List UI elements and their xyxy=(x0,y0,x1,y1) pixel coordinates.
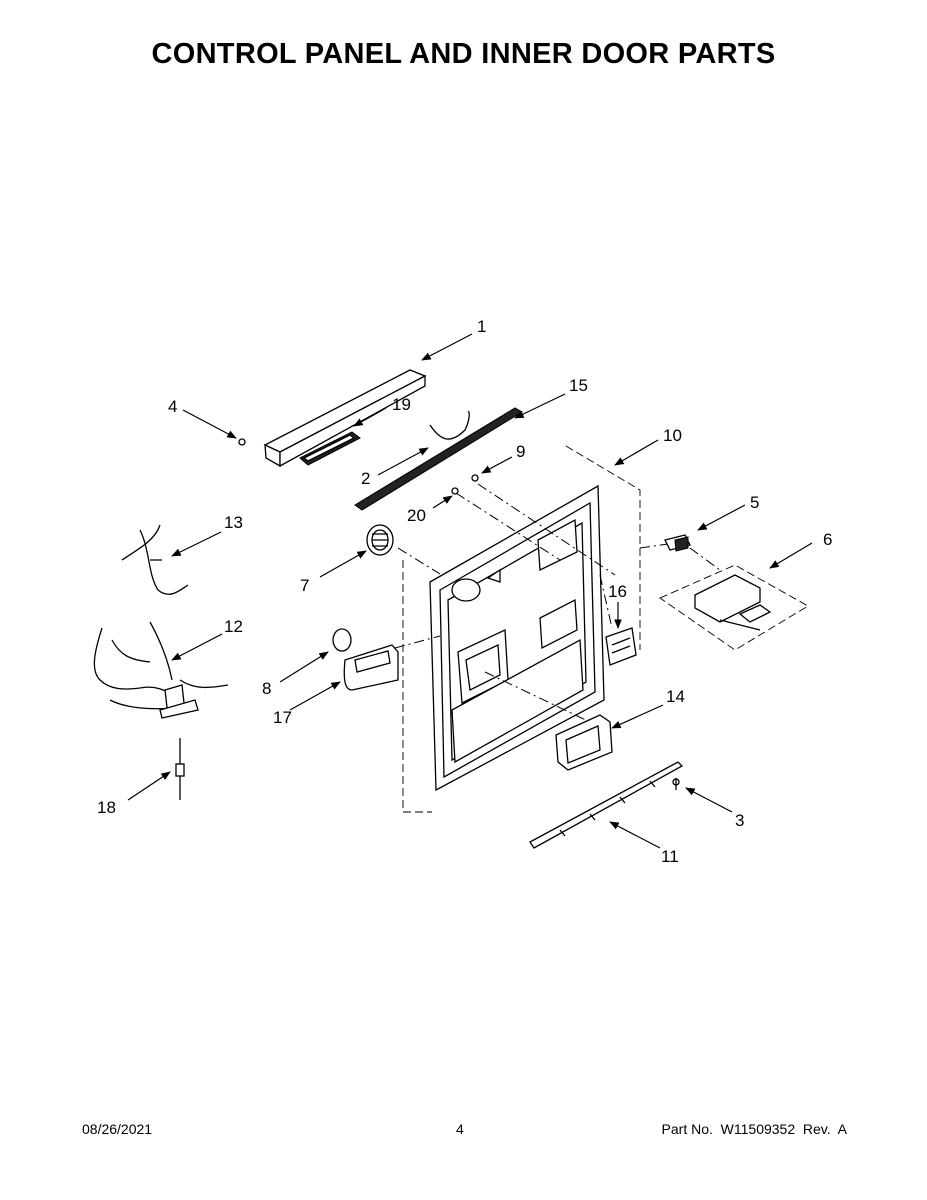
thermistor-part xyxy=(175,738,185,800)
callout-13: 13 xyxy=(224,513,243,532)
callout-11: 11 xyxy=(661,847,679,866)
leader-arrows xyxy=(127,333,813,849)
assembly-lines xyxy=(394,483,721,723)
callout-1: 1 xyxy=(477,317,486,336)
callout-2: 2 xyxy=(361,469,370,488)
footer-page-number: 4 xyxy=(456,1121,464,1137)
callout-7: 7 xyxy=(300,576,309,595)
callout-8: 8 xyxy=(262,679,271,698)
callout-4: 4 xyxy=(168,397,177,416)
inner-door-part xyxy=(429,484,605,792)
callout-20: 20 xyxy=(407,506,426,525)
callout-labels: 1 2 3 4 5 6 7 8 9 10 11 12 13 14 15 16 1… xyxy=(97,317,832,866)
callout-6: 6 xyxy=(823,530,832,549)
inner-door-envelope xyxy=(402,445,641,813)
callout-19: 19 xyxy=(392,395,411,414)
footer-part-number: Part No. W11509352 Rev. A xyxy=(661,1121,847,1137)
callout-15: 15 xyxy=(569,376,588,395)
wire-harness-part xyxy=(93,524,229,719)
callout-14: 14 xyxy=(666,687,685,706)
callout-10: 10 xyxy=(663,426,682,445)
detergent-dispenser-part xyxy=(555,714,613,771)
vent-strip-part xyxy=(529,761,684,849)
callout-18: 18 xyxy=(97,798,116,817)
gasket-part xyxy=(354,407,523,511)
screws xyxy=(238,438,680,790)
page-title: CONTROL PANEL AND INNER DOOR PARTS xyxy=(151,38,776,70)
callout-17: 17 xyxy=(273,708,292,727)
bracket-part xyxy=(605,627,637,666)
callout-16: 16 xyxy=(608,582,627,601)
callout-5: 5 xyxy=(750,493,759,512)
callout-12: 12 xyxy=(224,617,243,636)
callout-9: 9 xyxy=(516,442,525,461)
control-board-part xyxy=(659,534,809,651)
callout-3: 3 xyxy=(735,811,744,830)
footer-date: 08/26/2021 xyxy=(82,1121,153,1137)
dispenser-part xyxy=(332,628,399,691)
user-interface-part xyxy=(299,431,361,466)
control-panel-part xyxy=(263,369,427,468)
wire-part xyxy=(429,411,470,440)
vent-part xyxy=(366,524,394,556)
